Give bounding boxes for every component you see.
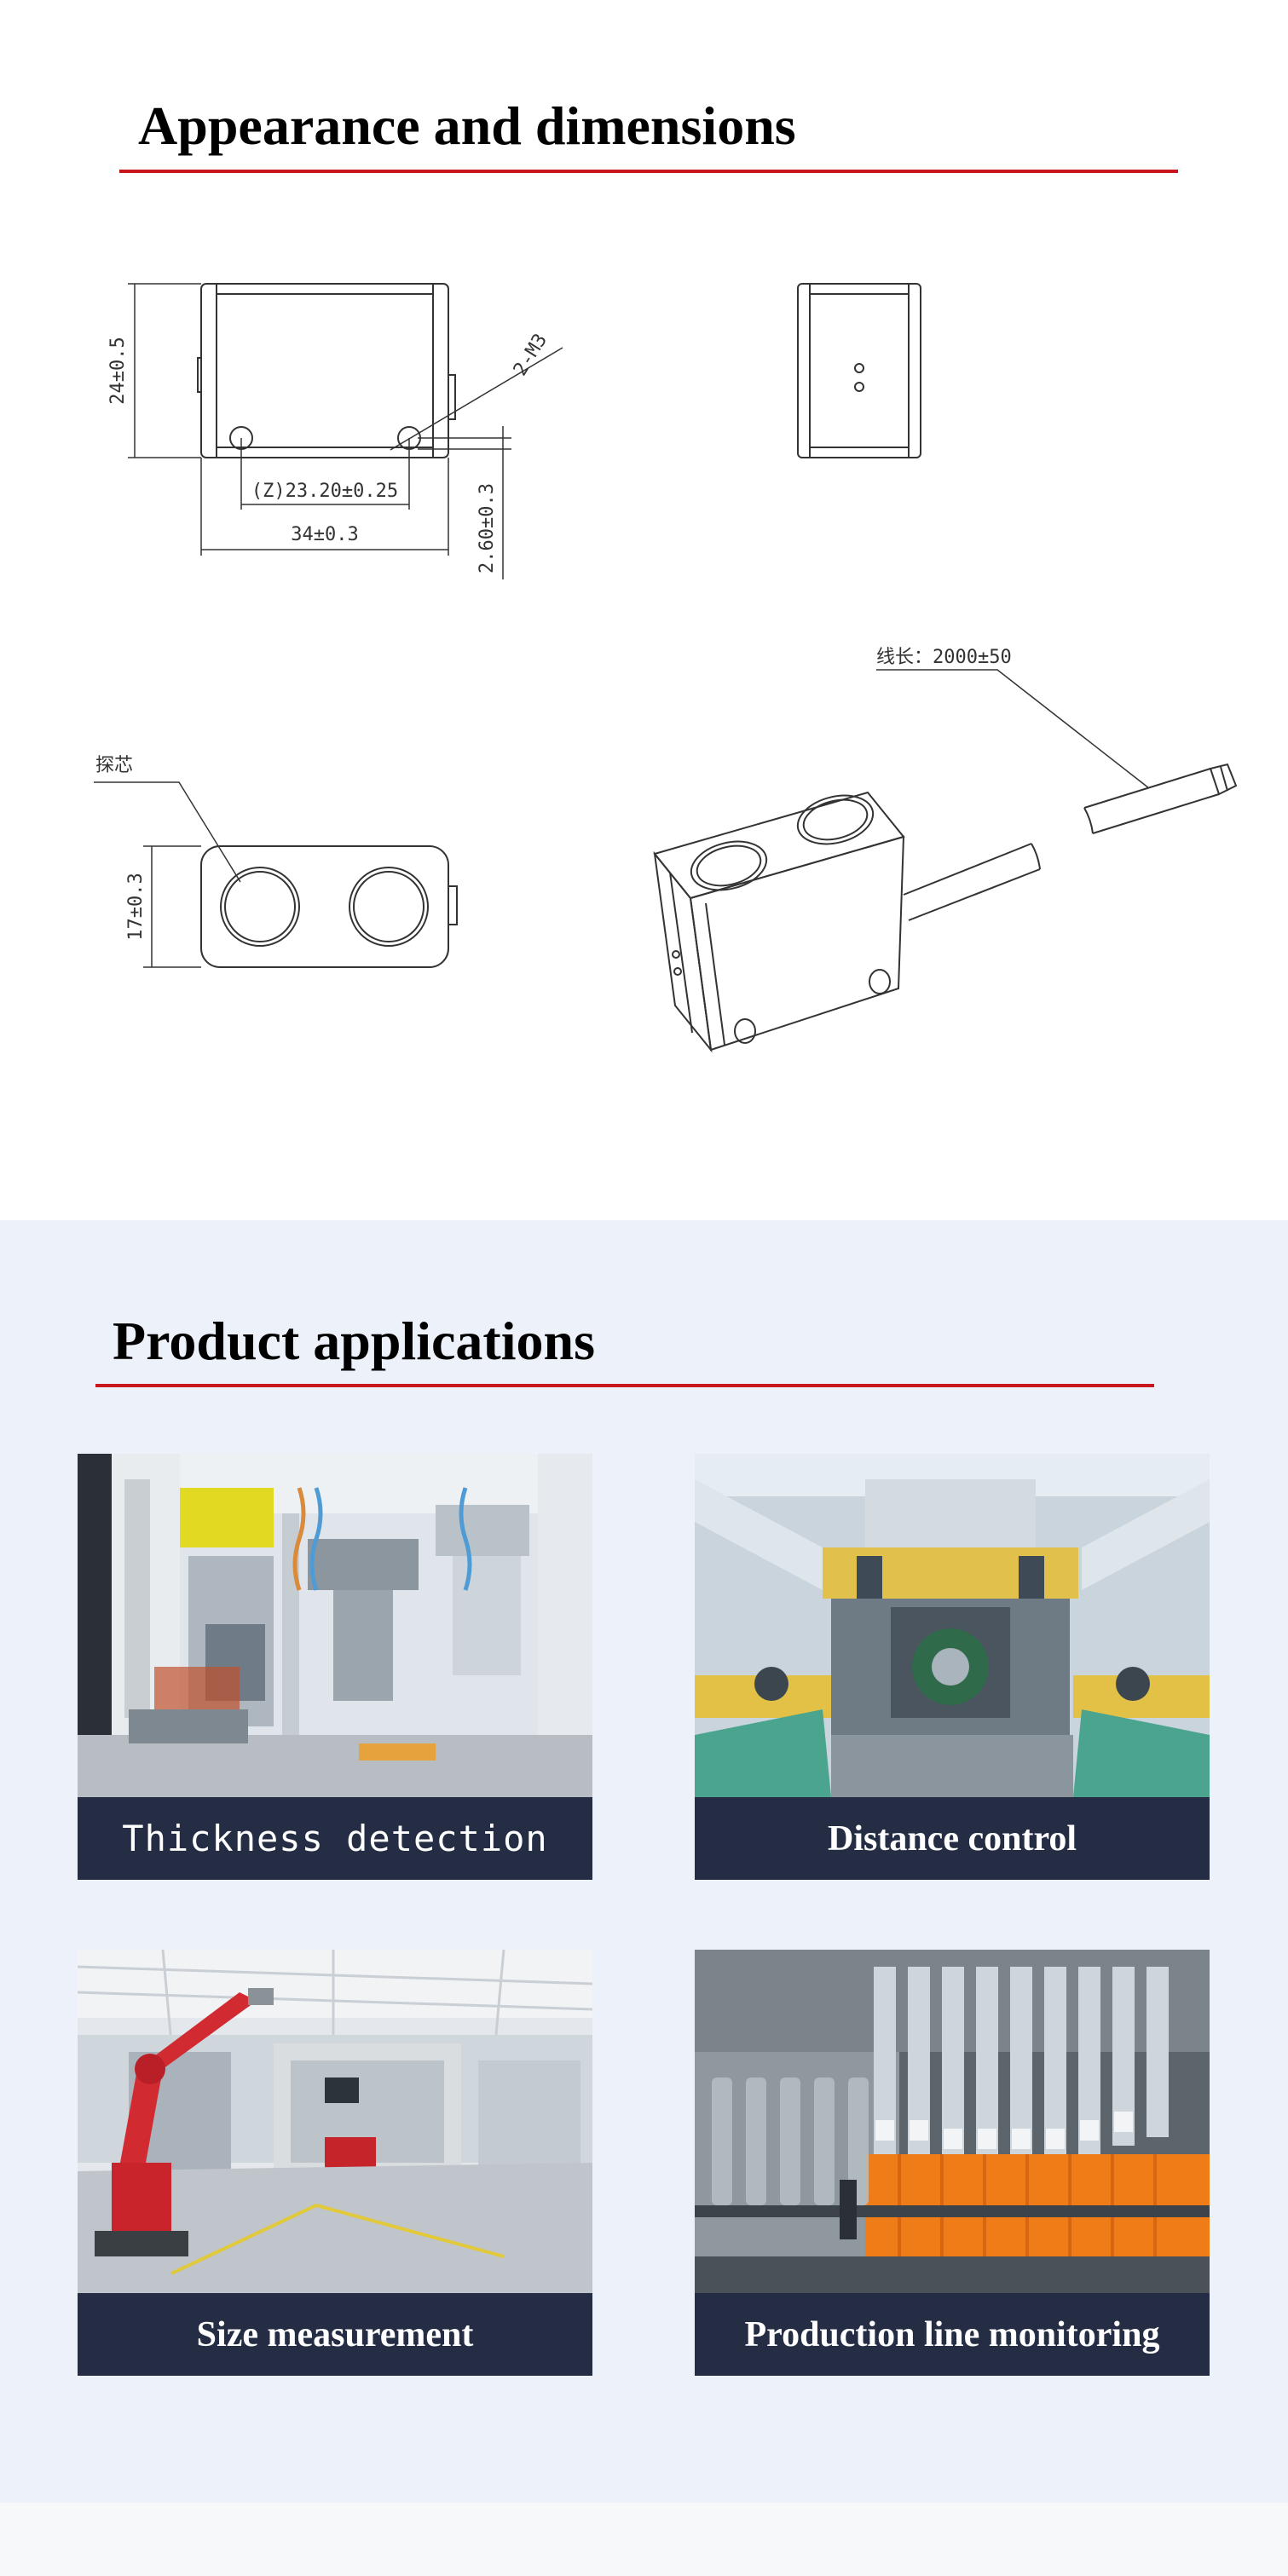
application-caption-distance: Distance control (695, 1797, 1210, 1880)
dimensions-heading-underline (119, 170, 1178, 173)
applications-heading: Product applications (113, 1311, 595, 1371)
application-card-monitoring: Production line monitoring (695, 1950, 1210, 2376)
height-dim-label: 24±0.5 (107, 337, 129, 404)
packaging-machine-photo (695, 1454, 1210, 1797)
dimensions-heading: Appearance and dimensions (138, 95, 796, 156)
application-card-thickness: Thickness detection (78, 1454, 592, 1880)
application-card-size: Size measurement (78, 1950, 592, 2376)
industrial-robot-workshop-photo (78, 1950, 592, 2293)
hole-offset-label: 2.60±0.3 (477, 483, 498, 573)
probe-circle-left (220, 867, 300, 947)
bottle-filling-line-photo (695, 1950, 1210, 2293)
front-view (128, 283, 563, 579)
application-caption-thickness: Thickness detection (78, 1797, 592, 1880)
hole-pitch-label: (Z)23.20±0.25 (251, 481, 398, 502)
side-view (797, 283, 921, 458)
page-footer-band (0, 2503, 1288, 2576)
technical-drawing: 24±0.5 2-M3 (Z)23.20±0.25 34±0.3 2.60±0.… (94, 283, 1238, 1053)
depth-dim-label: 17±0.3 (125, 873, 147, 940)
application-card-distance: Distance control (695, 1454, 1210, 1880)
width-dim-label: 34±0.3 (291, 524, 358, 545)
isometric-view (653, 669, 1238, 1053)
application-caption-size: Size measurement (78, 2293, 592, 2376)
factory-assembly-line-photo (78, 1454, 592, 1797)
probe-circle-right (349, 867, 429, 947)
cable-length-label: 线长：2000±50 (876, 647, 1012, 668)
holes-label: 2-M3 (510, 330, 552, 379)
dimensions-section: Appearance and dimensions (0, 0, 1288, 1220)
applications-heading-underline (95, 1384, 1154, 1387)
top-view (94, 781, 458, 968)
application-caption-monitoring: Production line monitoring (695, 2293, 1210, 2376)
probe-label: 探芯 (95, 755, 133, 776)
